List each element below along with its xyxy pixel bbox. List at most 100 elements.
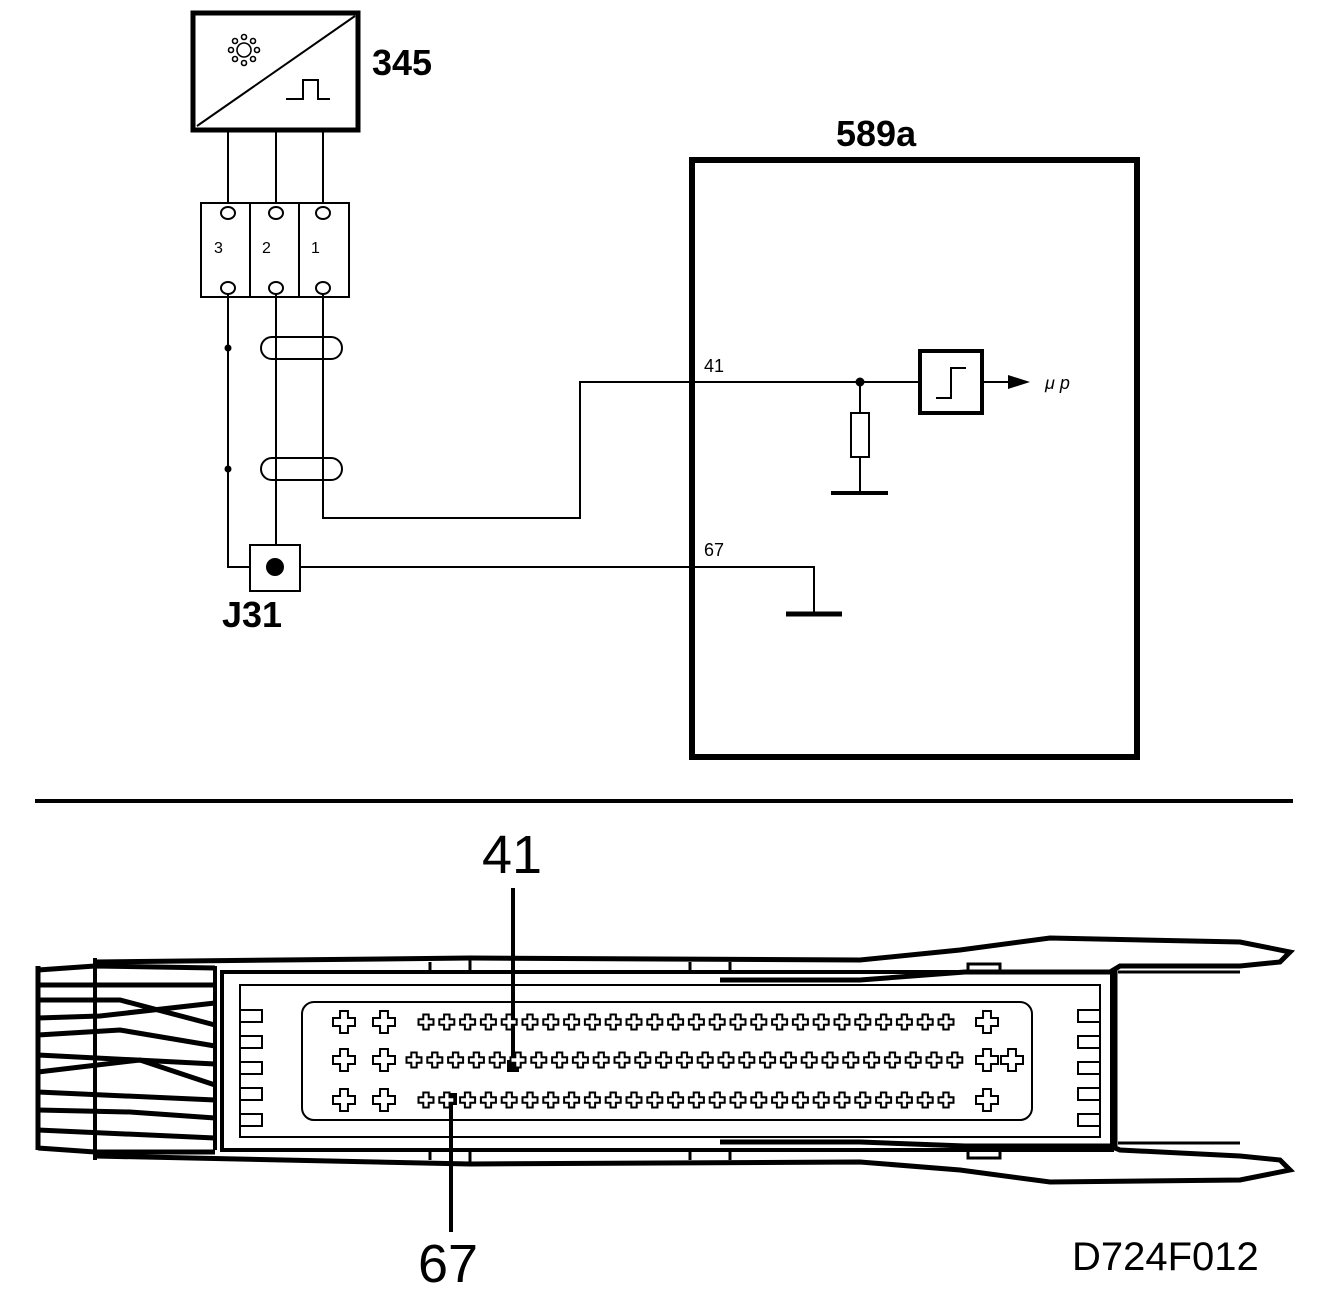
pin-cavity — [854, 1013, 872, 1031]
pin-cavity — [625, 1013, 643, 1031]
connector-pin-1: 1 — [311, 240, 320, 257]
pin-cavity — [717, 1051, 735, 1069]
sun-icon — [227, 33, 261, 67]
pin-cavity — [842, 1051, 860, 1069]
pin-cavity — [417, 1091, 435, 1109]
junction-label: J31 — [222, 594, 282, 635]
pin-cavity — [916, 1013, 934, 1031]
pin-cavity — [696, 1051, 714, 1069]
pin-cavity — [634, 1051, 652, 1069]
pin-cavity — [332, 1088, 356, 1112]
pin-cavity — [812, 1091, 830, 1109]
pin-cavity — [800, 1051, 818, 1069]
pin-cavity — [1000, 1048, 1024, 1072]
pin-cavity — [459, 1091, 477, 1109]
pin-cavity — [372, 1048, 396, 1072]
pin-41-label: 41 — [704, 356, 724, 376]
pin-cavity — [459, 1013, 477, 1031]
schmitt-trigger — [918, 349, 984, 415]
pin-cavity — [708, 1091, 726, 1109]
connector-pin-2: 2 — [262, 240, 271, 257]
drawing-code: D724F012 — [1072, 1235, 1259, 1279]
pin-cavity — [447, 1051, 465, 1069]
connector-pin-3: 3 — [214, 240, 223, 257]
pin-cavity — [542, 1013, 560, 1031]
pin-cavity — [405, 1051, 423, 1069]
arrow-icon — [1008, 375, 1030, 389]
pin-cavity — [925, 1051, 943, 1069]
pin-cavity — [875, 1091, 893, 1109]
pin-cavities — [332, 1010, 1024, 1112]
pin-cavity — [479, 1091, 497, 1109]
pin-cavity — [812, 1013, 830, 1031]
pin-cavity — [604, 1013, 622, 1031]
pin-cavity — [738, 1051, 756, 1069]
pin-cavity — [675, 1051, 693, 1069]
pin-cavity — [975, 1088, 999, 1112]
pin-cavity — [372, 1010, 396, 1034]
pin-cavity — [613, 1051, 631, 1069]
pin-cavity — [975, 1010, 999, 1034]
pin-cavity — [729, 1091, 747, 1109]
pin-cavity — [655, 1051, 673, 1069]
pin-cavity — [791, 1013, 809, 1031]
pin-cavity — [551, 1051, 569, 1069]
pin-cavity — [332, 1010, 356, 1034]
sensor-345 — [190, 10, 361, 133]
pin-cavity — [479, 1013, 497, 1031]
pin-cavity — [521, 1091, 539, 1109]
pin-cavity — [771, 1091, 789, 1109]
pin-cavity — [625, 1091, 643, 1109]
pin-cavity — [759, 1051, 777, 1069]
pin-cavity — [667, 1013, 685, 1031]
pin-cavity — [863, 1051, 881, 1069]
pin-cavity — [895, 1013, 913, 1031]
callout-41: 41 — [482, 825, 542, 885]
pin-cavity — [563, 1091, 581, 1109]
pulse-signal-icon — [286, 79, 330, 100]
pin-cavity — [646, 1013, 664, 1031]
pin-cavity — [946, 1051, 964, 1069]
pin-cavity — [791, 1091, 809, 1109]
pin-cavity — [833, 1013, 851, 1031]
pin-cavity — [592, 1051, 610, 1069]
ecu-589a — [689, 157, 1140, 760]
pin-cavity — [604, 1091, 622, 1109]
pin-cavity — [542, 1091, 560, 1109]
pin-cavity — [937, 1091, 955, 1109]
ecu-label: 589a — [836, 113, 917, 154]
pin-cavity — [771, 1013, 789, 1031]
pin-cavity — [563, 1013, 581, 1031]
pin-cavity — [937, 1013, 955, 1031]
pin-cavity — [426, 1051, 444, 1069]
pin-cavity — [975, 1048, 999, 1072]
pin-cavity — [500, 1091, 518, 1109]
pin-cavity — [571, 1051, 589, 1069]
microprocessor-label: μ p — [1044, 373, 1070, 393]
twisted-pair-ring — [260, 457, 343, 481]
pin-cavity — [750, 1013, 768, 1031]
pin-cavity — [332, 1048, 356, 1072]
pin-cavity — [667, 1091, 685, 1109]
pin-cavity — [500, 1013, 518, 1031]
pin-cavity — [708, 1013, 726, 1031]
pin-67-label: 67 — [704, 540, 724, 560]
cable-bundle — [37, 963, 216, 1155]
pin-cavity — [895, 1091, 913, 1109]
pin-cavity — [438, 1013, 456, 1031]
pin-cavity — [821, 1051, 839, 1069]
pin-cavity — [916, 1091, 934, 1109]
twisted-pair-ring — [260, 336, 343, 360]
connector-block: 3 2 1 — [200, 202, 350, 298]
pin-cavity — [779, 1051, 797, 1069]
pin-cavity — [833, 1091, 851, 1109]
pin-cavity — [521, 1013, 539, 1031]
harness-wires — [227, 294, 925, 612]
pin-cavity — [417, 1013, 435, 1031]
pin-cavity — [854, 1091, 872, 1109]
pin-cavity — [904, 1051, 922, 1069]
pin-cavity — [646, 1091, 664, 1109]
callout-67: 67 — [418, 1234, 478, 1294]
pin-cavity — [438, 1091, 456, 1109]
